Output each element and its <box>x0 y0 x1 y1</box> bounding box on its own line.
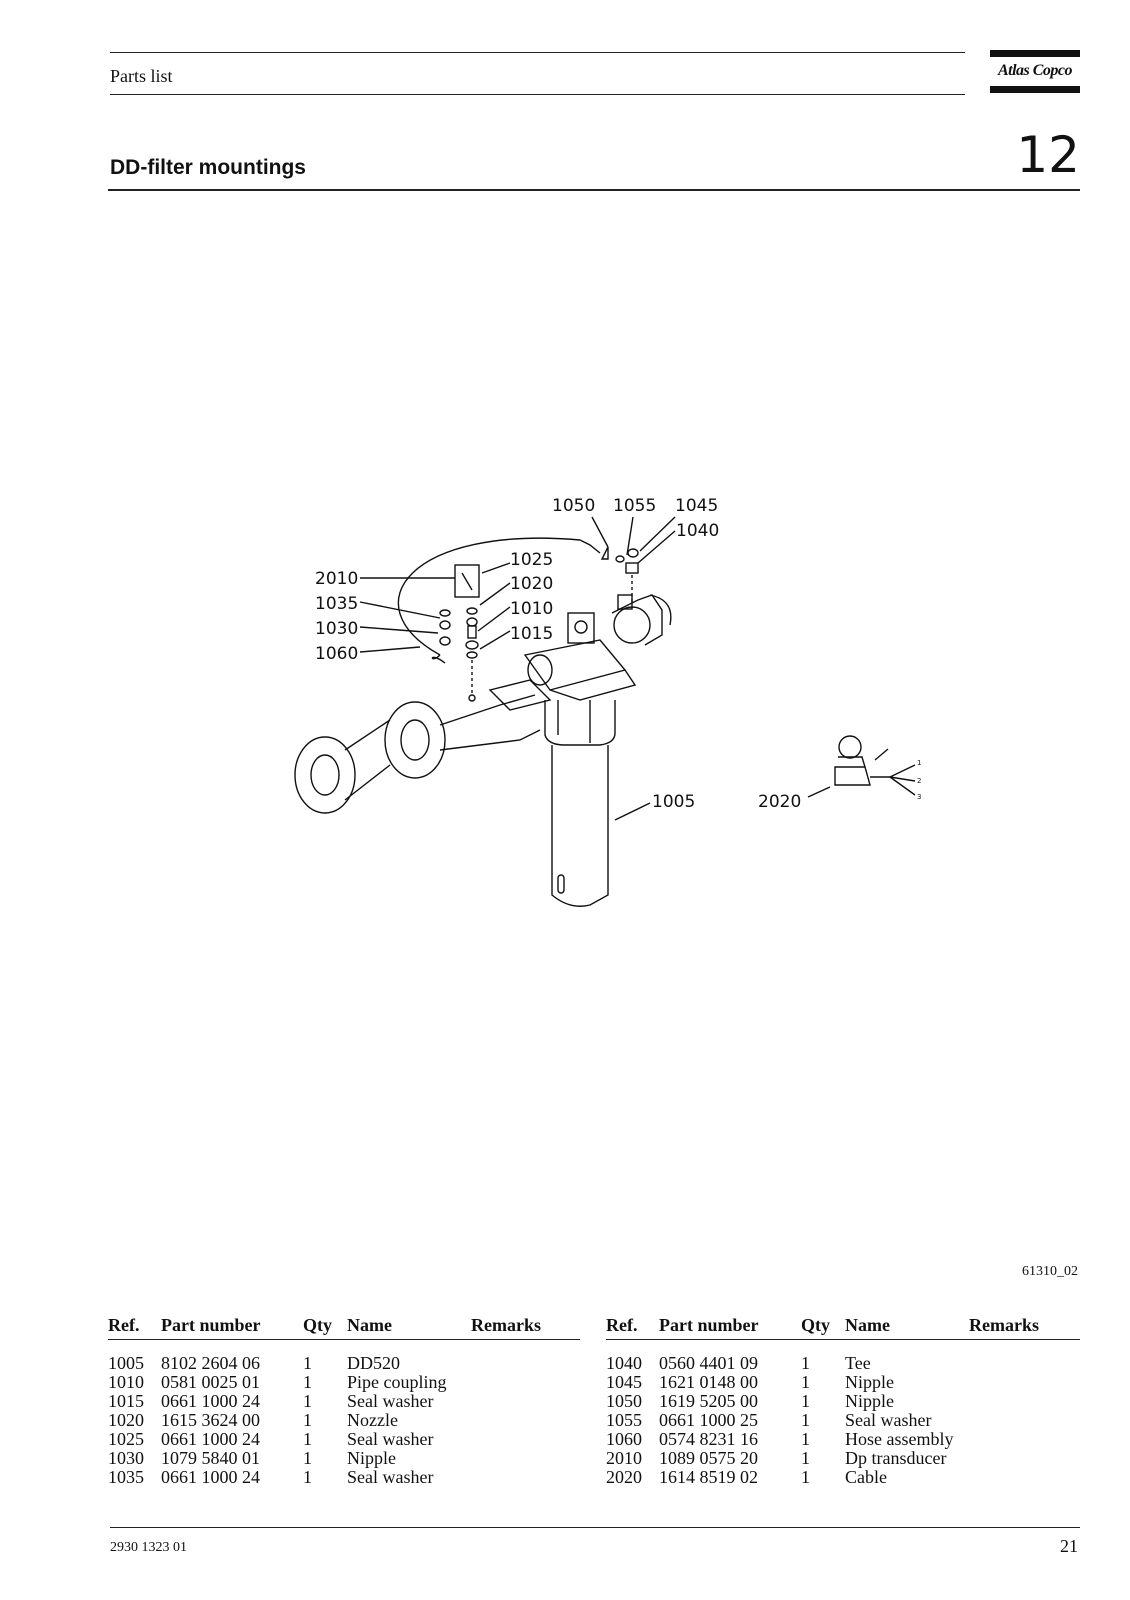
callout-1020: 1020 <box>510 574 553 594</box>
pin-1: 1 <box>917 759 921 767</box>
callout-1025: 1025 <box>510 550 553 570</box>
head-transducer <box>567 612 595 644</box>
document-number: 2930 1323 01 <box>110 1540 187 1555</box>
figure-reference: 61310_02 <box>1022 1264 1078 1279</box>
hose-line <box>397 537 581 656</box>
callout-1050: 1050 <box>552 496 595 516</box>
col-remarks: Remarks <box>471 1316 580 1340</box>
footer-rule <box>110 1527 1080 1528</box>
outlet-plate <box>488 679 552 711</box>
col-ref: Ref. <box>606 1316 659 1340</box>
col-qty: Qty <box>303 1316 347 1340</box>
callout-1005: 1005 <box>652 792 695 812</box>
header-bottom-rule <box>110 94 965 95</box>
page-title: DD-filter mountings <box>110 156 306 179</box>
callout-1015: 1015 <box>510 624 553 644</box>
filter-bowl <box>544 700 616 746</box>
brand-wordmark: Atlas Copco <box>997 62 1073 79</box>
section-label: Parts list <box>110 66 173 86</box>
callout-1055: 1055 <box>613 496 656 516</box>
col-name: Name <box>845 1316 969 1340</box>
pin-3: 3 <box>917 793 921 801</box>
chapter-number: 12 <box>1016 126 1080 184</box>
callout-1060: 1060 <box>315 644 358 664</box>
callout-1030: 1030 <box>315 619 358 639</box>
col-name: Name <box>347 1316 471 1340</box>
header-top-rule <box>110 52 965 53</box>
col-remarks: Remarks <box>969 1316 1080 1340</box>
callout-1010: 1010 <box>510 599 553 619</box>
col-qty: Qty <box>801 1316 845 1340</box>
cable-connector <box>834 766 871 786</box>
callout-1035: 1035 <box>315 594 358 614</box>
pin-2: 2 <box>917 777 921 785</box>
col-part-number: Part number <box>659 1316 801 1340</box>
title-rule <box>108 189 1080 191</box>
exploded-parts-drawing: 1050 1055 1045 1040 1025 1020 1010 1015 … <box>294 496 921 907</box>
transducer-2010 <box>454 564 480 598</box>
callout-1040: 1040 <box>676 521 719 541</box>
callout-2020: 2020 <box>758 792 801 812</box>
col-ref: Ref. <box>108 1316 161 1340</box>
page-number: 21 <box>1060 1536 1078 1556</box>
callout-2010: 2010 <box>315 569 358 589</box>
atlas-copco-logo: Atlas Copco <box>990 50 1080 94</box>
col-part-number: Part number <box>161 1316 303 1340</box>
filter-head <box>523 639 627 691</box>
middle-flange <box>384 701 446 779</box>
callout-1045: 1045 <box>675 496 718 516</box>
left-flange <box>294 736 356 814</box>
right-clamp <box>613 606 651 644</box>
